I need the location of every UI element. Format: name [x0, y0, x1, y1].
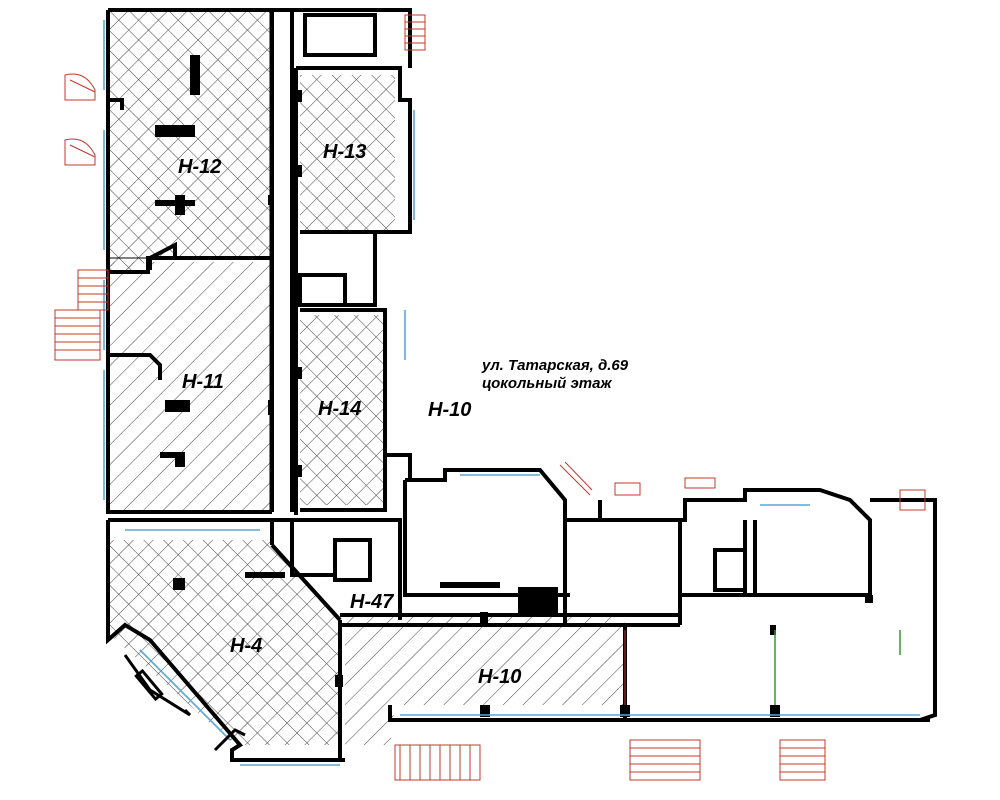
room-h11-area [110, 262, 270, 510]
address-floor: цокольный этаж [482, 375, 612, 392]
windows [103, 20, 920, 766]
room-h11-label: Н-11 [182, 371, 224, 393]
walls [106, 8, 937, 762]
room-h10-label-south: Н-10 [478, 666, 521, 688]
room-h14-label: Н-14 [318, 398, 361, 420]
room-h10-label-north: Н-10 [428, 399, 471, 421]
room-h13-label: Н-13 [323, 141, 366, 163]
stair-w-top [64, 73, 96, 166]
room-h12-label: Н-12 [178, 156, 221, 178]
columns [155, 55, 873, 717]
room-fills [110, 12, 625, 745]
stair-ne [404, 14, 426, 51]
room-h13-area [300, 75, 395, 232]
partitions [110, 12, 901, 705]
room-h14-area [300, 315, 385, 505]
west-splay [123, 654, 246, 752]
stair-south [394, 739, 826, 781]
stair-nw [54, 269, 109, 361]
stair-east [559, 461, 926, 511]
room-h4-area [110, 540, 340, 745]
room-h4-label: Н-4 [230, 635, 262, 657]
room-h12-area [110, 12, 270, 272]
room-h47-label: Н-47 [350, 591, 394, 613]
room-h10-area [345, 615, 625, 745]
address-street: ул. Татарская, д.69 [481, 357, 629, 374]
stairs [54, 14, 926, 781]
